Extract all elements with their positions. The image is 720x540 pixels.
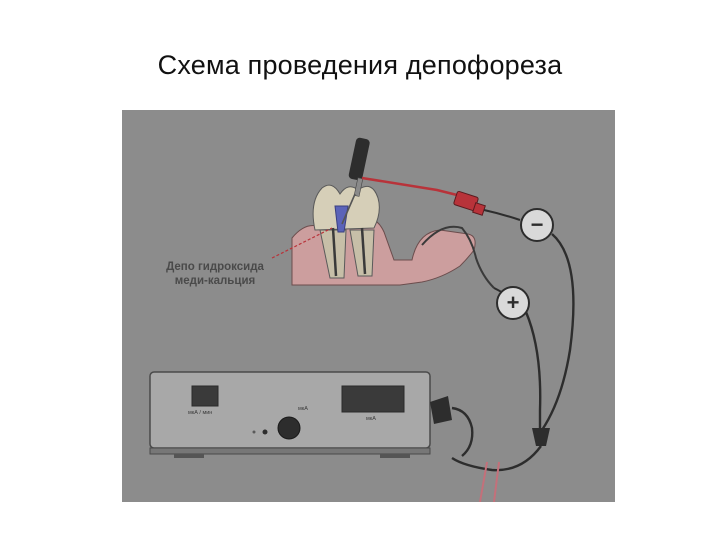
positive-cable	[524, 311, 542, 430]
device-knob	[277, 416, 301, 440]
power-plug	[532, 428, 550, 446]
right-display-label: мкА	[366, 416, 376, 422]
negative-terminal-icon	[520, 208, 554, 242]
negative-terminal-symbol: −	[531, 212, 544, 237]
depot-label-line2: меди-кальция	[174, 275, 256, 287]
device-right-display	[341, 385, 405, 413]
device-left-display	[191, 385, 219, 407]
depophoresis-diagram: − + Депо гидроксида меди-кальция мкА / м…	[122, 110, 615, 502]
device-output-connector	[430, 396, 452, 424]
slide-title: Схема проведения депофореза	[157, 50, 563, 80]
device-foot-right	[380, 454, 410, 458]
negative-electrode-cable	[361, 176, 458, 197]
electrode-handle	[348, 137, 370, 181]
diagram-drawing: − +	[149, 137, 575, 502]
depot-filling	[334, 205, 349, 233]
device-indicator	[262, 429, 268, 435]
root-canal-left	[331, 227, 338, 277]
knob-label: мкА	[298, 406, 308, 412]
electrode-needle	[341, 193, 356, 225]
negative-cable	[541, 233, 575, 431]
wire-strip-left	[479, 461, 488, 502]
positive-terminal-symbol: +	[507, 290, 520, 315]
wire-strip-right	[493, 461, 500, 502]
depot-label: Депо гидроксида меди-кальция	[130, 260, 300, 288]
depot-label-line1: Депо гидроксида	[166, 261, 264, 273]
tooth-root-right	[349, 229, 375, 277]
lip-electrode	[421, 225, 495, 289]
root-canal-right	[360, 227, 367, 275]
device-foot-left	[174, 454, 204, 458]
depot-pointer	[271, 227, 333, 259]
left-display-label: мкА / мин	[188, 410, 213, 416]
positive-terminal-icon	[496, 286, 530, 320]
